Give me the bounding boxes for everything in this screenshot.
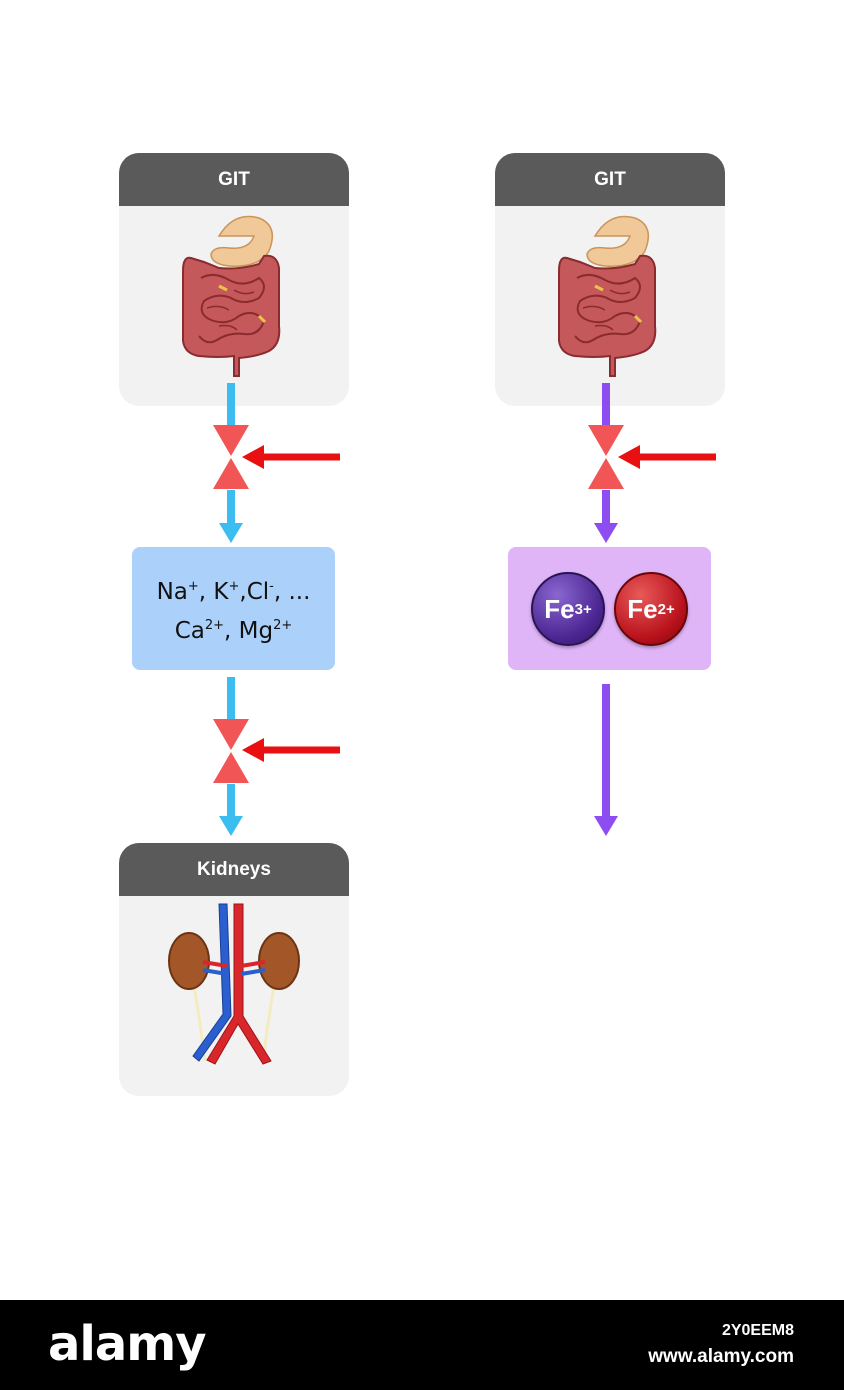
flow-arrowhead	[594, 816, 618, 836]
git-card-title: GIT	[119, 153, 349, 206]
digestive-tract-icon	[558, 215, 657, 377]
kidneys-icon	[168, 903, 300, 1065]
regulator-top-triangle	[588, 425, 624, 456]
regulator-bottom-triangle	[588, 458, 624, 489]
inhibitor-arrowhead	[618, 445, 640, 469]
flow-arrowhead	[219, 523, 243, 543]
electrolyte-line-1: Na+, K+,Cl-, ...	[156, 578, 311, 605]
git-card-right: GIT	[495, 153, 725, 406]
image-id: 2Y0EEM8	[721, 1322, 794, 1339]
inhibitor-arrowhead	[242, 445, 264, 469]
electrolyte-box: Na+, K+,Cl-, ... Ca2+, Mg2+	[132, 547, 335, 670]
regulator-top-triangle	[213, 719, 249, 750]
flow-arrowhead	[594, 523, 618, 543]
alamy-logo: alamy	[48, 1316, 207, 1372]
electrolyte-line-2: Ca2+, Mg2+	[174, 617, 293, 644]
regulator-bottom-triangle	[213, 752, 249, 783]
kidneys-card-title: Kidneys	[119, 843, 349, 896]
footer-bar: alamy 2Y0EEM8 www.alamy.com	[0, 1300, 844, 1390]
git-card-left: GIT	[119, 153, 349, 406]
flow-arrowhead	[219, 816, 243, 836]
site-url[interactable]: www.alamy.com	[648, 1346, 794, 1367]
flow-diagram	[213, 383, 716, 836]
digestive-tract-icon	[182, 215, 281, 377]
kidneys-card: Kidneys	[119, 843, 349, 1096]
git-card-title: GIT	[495, 153, 725, 206]
regulator-top-triangle	[213, 425, 249, 456]
inhibitor-arrowhead	[242, 738, 264, 762]
regulator-bottom-triangle	[213, 458, 249, 489]
